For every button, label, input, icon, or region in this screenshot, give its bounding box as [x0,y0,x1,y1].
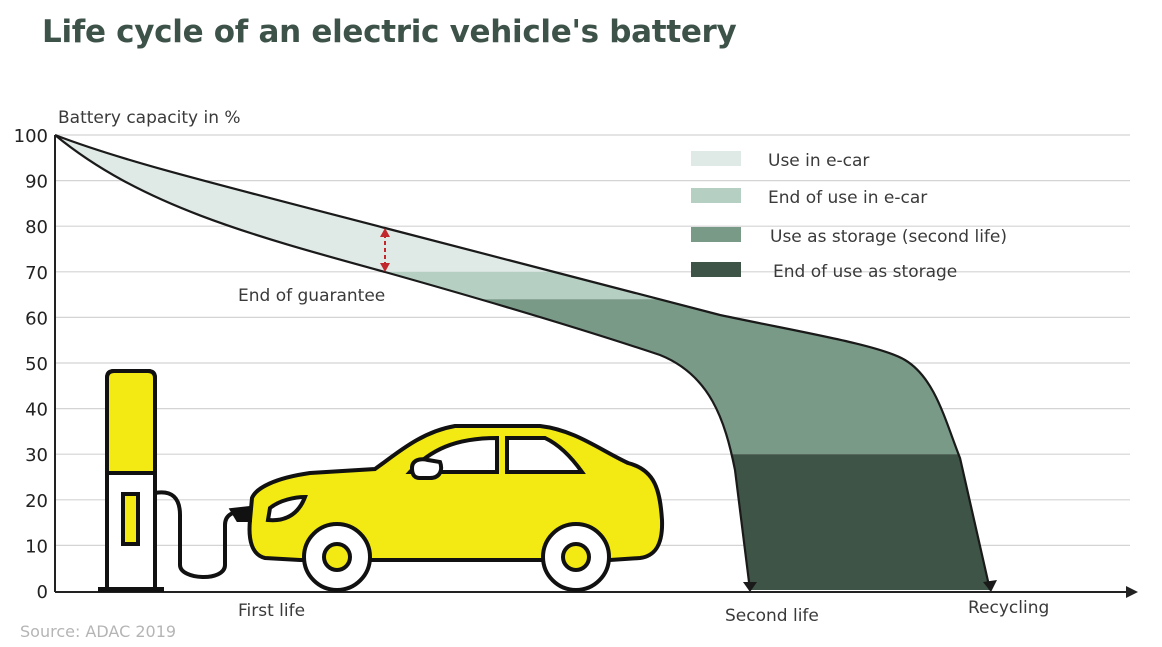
second-life-label: Second life [725,606,819,626]
recycling-label: Recycling [968,598,1049,618]
first-life-label: First life [238,601,305,621]
y-tick-label: 40 [25,400,48,421]
y-tick-label: 10 [25,536,48,557]
guarantee-arrow-icon [380,228,390,272]
legend-label: Use as storage (second life) [770,227,1007,247]
legend-swatch [691,188,741,203]
y-tick-label: 80 [25,217,48,238]
legend-swatch [691,262,741,277]
y-tick-label: 0 [37,582,48,603]
page-title: Life cycle of an electric vehicle's batt… [42,14,737,50]
y-tick-label: 50 [25,354,48,375]
y-tick-label: 20 [25,491,48,512]
legend-label: End of use as storage [773,262,957,282]
y-tick-label: 70 [25,263,48,284]
x-axis-arrow-icon [1126,586,1138,598]
y-tick-label: 30 [25,445,48,466]
legend-swatch [691,151,741,166]
y-tick-labels: 0 10 20 30 40 50 60 70 80 90 100 [14,126,48,603]
capacity-outline [54,133,992,591]
end-of-guarantee-label: End of guarantee [238,286,385,306]
electric-car-icon [228,424,665,592]
legend-label: Use in e-car [768,151,869,171]
source-label: Source: ADAC 2019 [20,622,176,641]
charging-station-icon [98,369,249,592]
y-tick-label: 60 [25,308,48,329]
recycling-arrowhead [983,580,997,592]
y-tick-label: 100 [14,126,48,147]
y-axis-label: Battery capacity in % [58,108,241,128]
second-life-arrowhead [743,582,757,592]
legend-label: End of use in e-car [768,188,927,208]
legend-swatch [691,227,741,242]
y-tick-label: 90 [25,172,48,193]
